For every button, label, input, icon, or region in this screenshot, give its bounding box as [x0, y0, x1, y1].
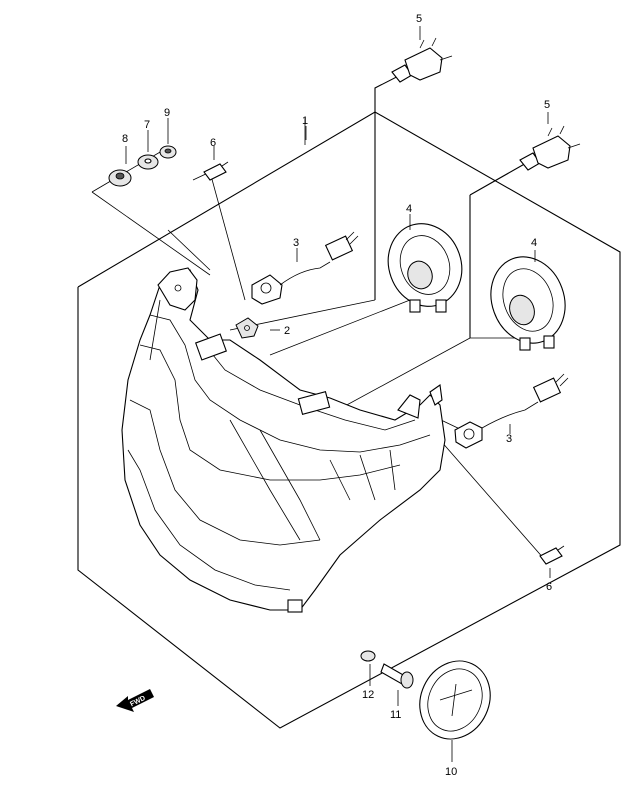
- forward-arrow-icon: FWD: [116, 689, 154, 712]
- callout-3a: 3: [293, 237, 299, 249]
- forward-label: FWD: [129, 695, 146, 708]
- callout-3b: 3: [506, 433, 512, 445]
- callout-lines: [125, 26, 551, 762]
- callout-11: 11: [390, 709, 401, 721]
- headlamp-housing: [121, 267, 446, 613]
- callout-8: 8: [122, 133, 128, 145]
- screw-part-11: [380, 663, 414, 689]
- callout-6a: 6: [210, 137, 216, 149]
- position-bulb-part-6-upper: [203, 161, 229, 181]
- socket-harness-part-3-lower: [454, 373, 569, 449]
- callout-4b: 4: [531, 237, 537, 249]
- callout-5b: 5: [544, 99, 550, 111]
- position-bulb-part-6-lower: [539, 545, 565, 565]
- callout-numbers: 5 5 1 8 7 9 6 4 4 3 2 3 6 12 11 10: [122, 13, 552, 778]
- socket-harness-part-3-upper: [251, 231, 359, 305]
- callout-2: 2: [284, 325, 290, 337]
- grommet-part-8: [108, 169, 132, 187]
- bulb-cover-part-4-right: [490, 256, 566, 351]
- callout-7: 7: [144, 119, 150, 131]
- callout-1: 1: [302, 115, 308, 127]
- washer-part-12: [360, 650, 376, 662]
- callout-5a: 5: [416, 13, 422, 25]
- callout-9: 9: [164, 107, 170, 119]
- headlamp-bulb-part-5-lower: [519, 125, 581, 171]
- callout-10: 10: [445, 766, 457, 778]
- cap-part-10: [419, 660, 491, 740]
- callout-12: 12: [362, 689, 374, 701]
- clip-nut-part-2: [235, 317, 259, 339]
- callout-4a: 4: [406, 203, 412, 215]
- headlamp-bulb-part-5-upper: [391, 37, 453, 83]
- callout-6b: 6: [546, 581, 552, 593]
- bulb-cover-part-4-left: [387, 223, 463, 313]
- nut-part-9: [159, 145, 177, 159]
- washer-part-7: [137, 154, 159, 170]
